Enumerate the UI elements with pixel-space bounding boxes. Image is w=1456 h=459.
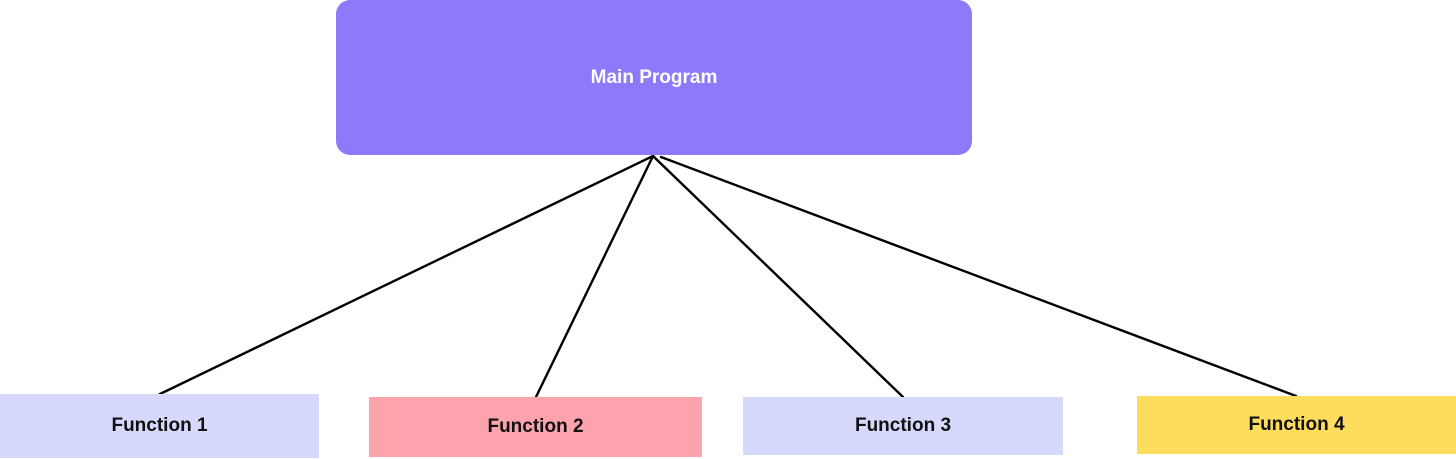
function-3-box: Function 3 [743, 397, 1063, 455]
main-program-label: Main Program [590, 66, 718, 88]
function-1-box: Function 1 [0, 394, 319, 458]
function-4-box: Function 4 [1137, 396, 1456, 454]
connector-to-function-4 [659, 155, 1298, 398]
function-3-label: Function 3 [854, 415, 952, 436]
main-program-box: Main Program [336, 0, 972, 155]
function-1-label: Function 1 [111, 415, 208, 436]
connector-to-function-3 [651, 154, 905, 399]
connector-to-function-2 [534, 154, 655, 399]
function-2-label: Function 2 [487, 416, 584, 437]
function-2-box: Function 2 [369, 397, 702, 457]
connector-to-function-1 [158, 154, 655, 396]
function-4-label: Function 4 [1248, 414, 1345, 435]
